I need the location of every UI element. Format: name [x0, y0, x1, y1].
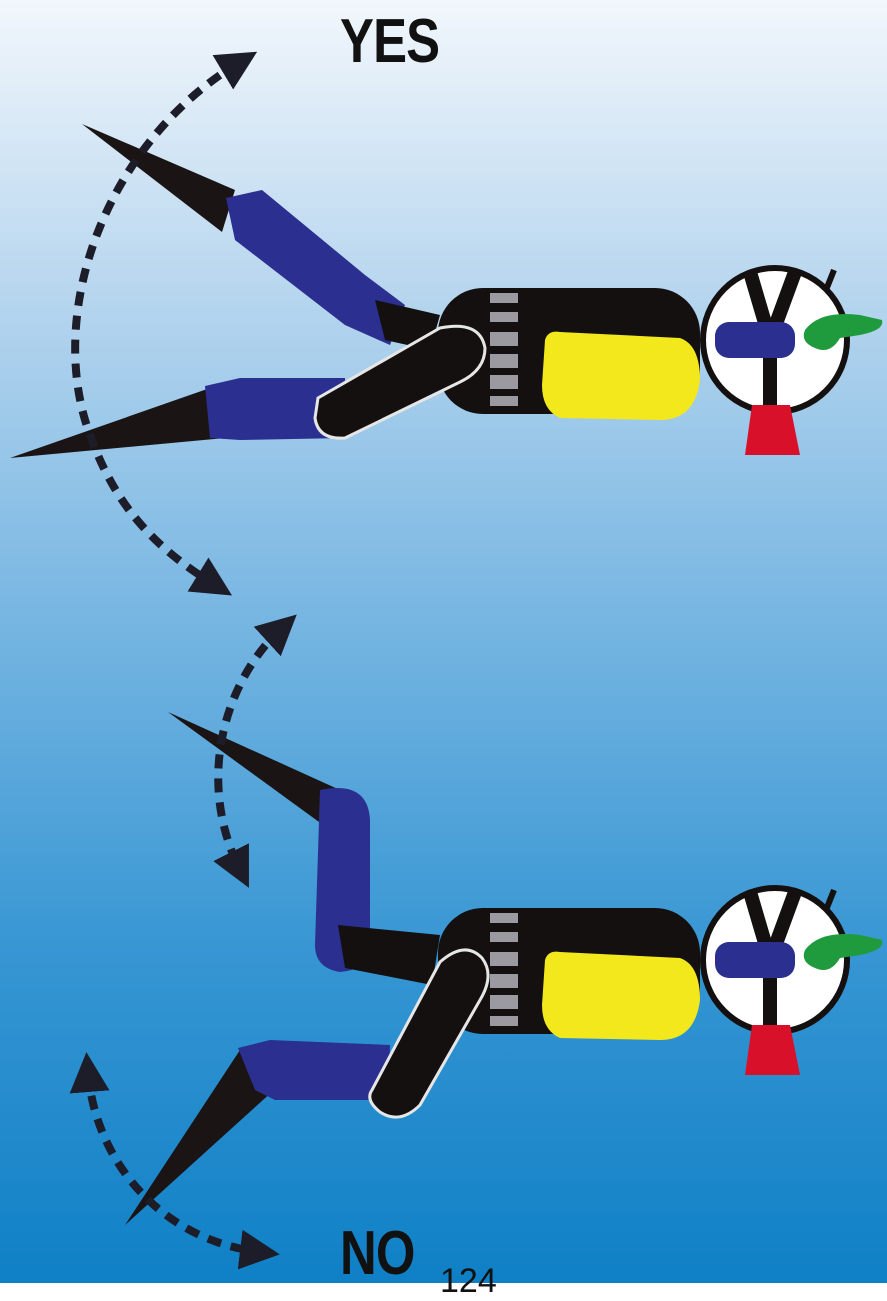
no-bcd: [542, 952, 700, 1040]
diver-no-figure: [125, 712, 882, 1225]
yes-upper-leg: [226, 190, 405, 345]
no-lower-leg: [238, 1040, 390, 1100]
yes-upper-fin: [82, 124, 235, 232]
page-number: 124: [440, 1262, 497, 1301]
yes-label: YES: [340, 6, 439, 77]
no-label: NO: [340, 1218, 415, 1289]
yes-bcd: [542, 332, 700, 420]
no-upper-fin: [168, 712, 340, 830]
yes-arrow-arc: [75, 62, 240, 585]
yes-lower-fin: [10, 388, 225, 458]
diver-yes-figure: [10, 124, 882, 458]
